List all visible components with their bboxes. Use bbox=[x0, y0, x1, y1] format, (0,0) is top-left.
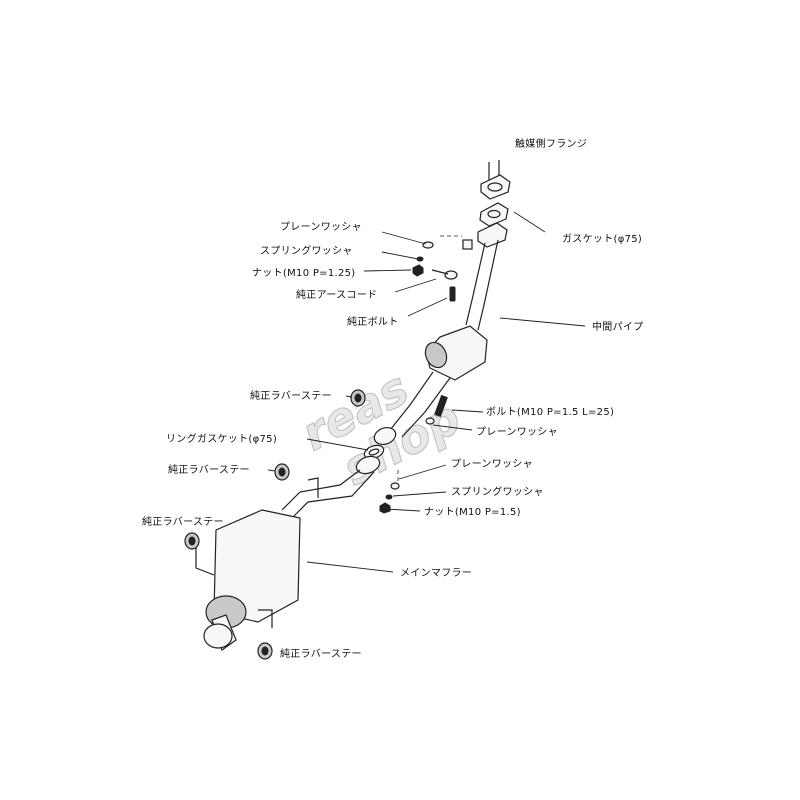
watermark-logo: reas shop bbox=[292, 360, 470, 496]
label-main-muffler: メインマフラー bbox=[400, 567, 472, 579]
label-mid-pipe: 中間パイプ bbox=[592, 320, 644, 333]
label-plain-washer-3: プレーンワッシャ bbox=[451, 458, 533, 470]
part-labels: 触媒側フランジ ガスケット(φ75) プレーンワッシャ スプリングワッシャ ナッ… bbox=[142, 137, 644, 660]
label-rubber-stay-4: 純正ラバーステー bbox=[280, 647, 362, 660]
catalyst-flange-part bbox=[480, 160, 511, 200]
leader-lines bbox=[267, 211, 586, 573]
hardware-upper bbox=[412, 239, 473, 302]
rubber-stay-3 bbox=[184, 532, 200, 550]
hardware-lower bbox=[379, 482, 400, 514]
gasket-part bbox=[479, 202, 509, 227]
assembly-guides bbox=[397, 235, 462, 483]
label-rubber-stay-1: 純正ラバーステー bbox=[250, 389, 332, 402]
hardware-middle bbox=[425, 394, 448, 425]
label-bolt: ボルト(M10 P=1.5 L=25) bbox=[486, 406, 614, 418]
label-gasket: ガスケット(φ75) bbox=[562, 233, 642, 245]
mid-pipe-part bbox=[373, 222, 508, 446]
rubber-stay-2 bbox=[274, 463, 290, 481]
label-plain-washer-1: プレーンワッシャ bbox=[280, 221, 362, 233]
label-spring-washer-2: スプリングワッシャ bbox=[451, 485, 544, 498]
label-ring-gasket: リングガスケット(φ75) bbox=[166, 432, 277, 445]
main-muffler-part bbox=[195, 455, 381, 651]
label-rubber-stay-3: 純正ラバーステー bbox=[142, 515, 224, 528]
label-plain-washer-2: プレーンワッシャ bbox=[476, 426, 558, 438]
label-ground-cord: 純正アースコード bbox=[296, 288, 377, 301]
label-catalyst-flange: 触媒側フランジ bbox=[515, 137, 587, 150]
label-rubber-stay-2: 純正ラバーステー bbox=[168, 463, 250, 476]
rubber-stay-4 bbox=[257, 642, 273, 660]
label-nut-1: ナット(M10 P=1.25) bbox=[252, 267, 356, 279]
label-nut-2: ナット(M10 P=1.5) bbox=[424, 506, 521, 518]
label-oem-bolt: 純正ボルト bbox=[347, 315, 399, 328]
rubber-stay-1 bbox=[350, 389, 366, 407]
label-spring-washer-1: スプリングワッシャ bbox=[260, 244, 353, 257]
